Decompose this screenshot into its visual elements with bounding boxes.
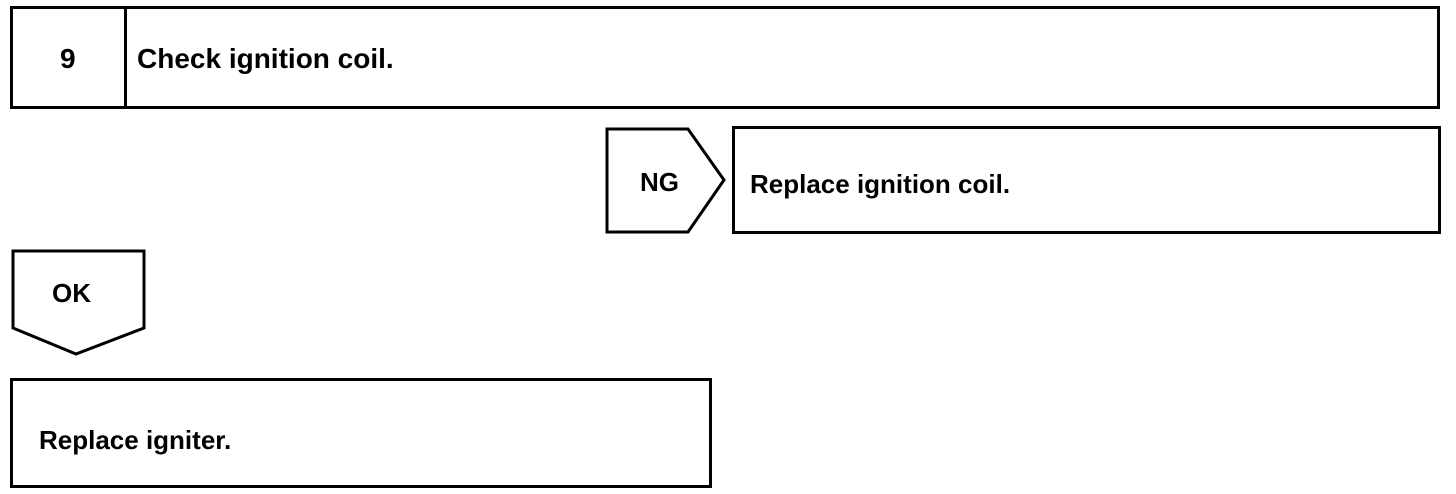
- step-title: Check ignition coil.: [137, 43, 394, 74]
- step-number: 9: [60, 43, 76, 74]
- ng-arrow-tag: [605, 127, 726, 234]
- ok-label: OK: [52, 278, 91, 308]
- ng-action-text: Replace ignition coil.: [750, 169, 1011, 199]
- ok-action-text: Replace igniter.: [39, 425, 232, 455]
- step-number-divider: [124, 9, 127, 106]
- ng-action-box: Replace ignition coil.: [732, 126, 1441, 234]
- ok-arrow-tag: [11, 249, 146, 356]
- ok-action-box: Replace igniter.: [10, 378, 712, 488]
- ng-label: NG: [640, 167, 679, 197]
- step-box: 9 Check ignition coil.: [10, 6, 1440, 109]
